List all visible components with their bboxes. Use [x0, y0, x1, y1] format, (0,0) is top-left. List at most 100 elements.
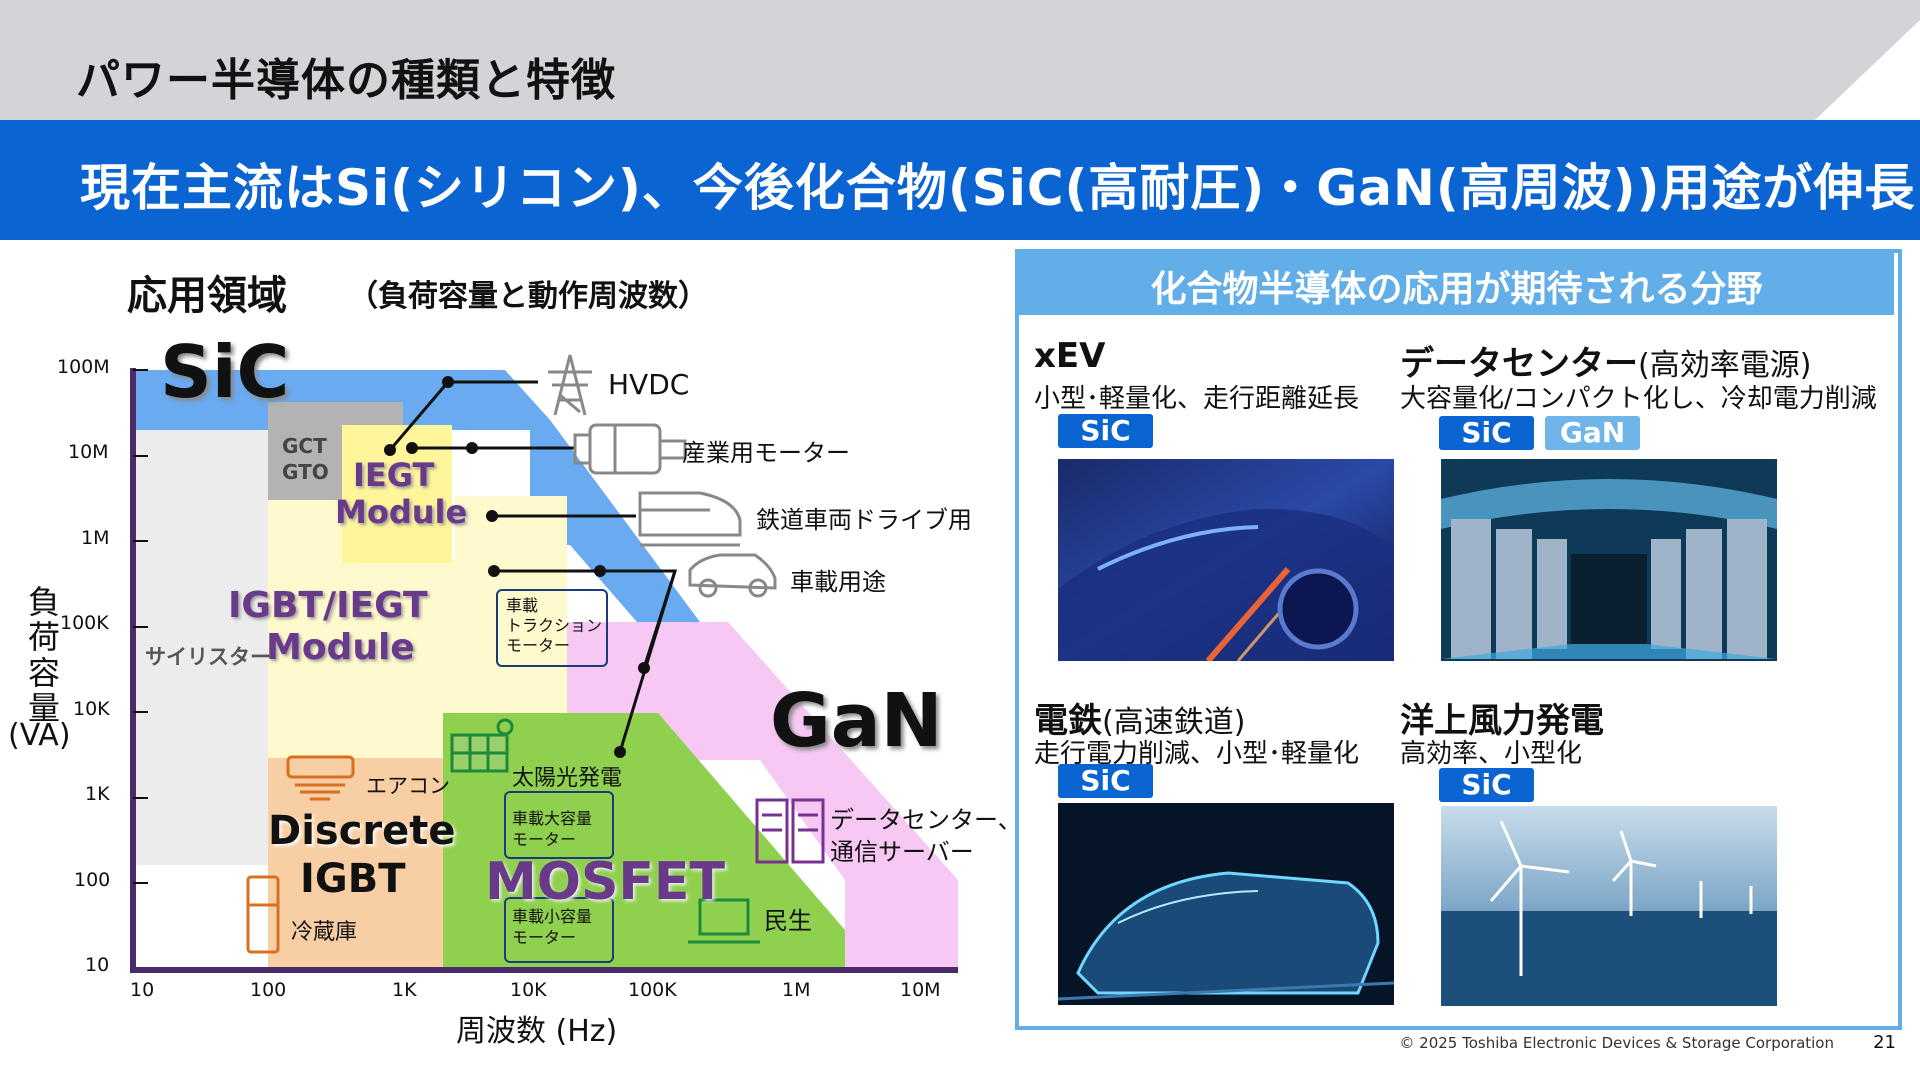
- y-tick-label: 10K: [73, 698, 110, 720]
- datacenter-line: データセンター、: [830, 806, 1022, 834]
- banner-text: 現在主流はSi(シリコン)、今後化合物(SiC(高耐圧)・GaN(高周波))用途…: [80, 159, 1916, 217]
- leader-solar: [642, 570, 677, 669]
- car-small-label: 車載小容量 モーター: [512, 906, 592, 948]
- banner: [0, 120, 1920, 240]
- car-large-line: モーター: [512, 830, 577, 849]
- fridge-label: 冷蔵庫: [291, 920, 358, 945]
- aircon-icon: [286, 755, 355, 801]
- thyristor-region: [133, 405, 268, 865]
- igbt-region: [268, 480, 567, 762]
- section-title: 応用領域: [127, 273, 287, 319]
- igbt-label: IGBT/IEGT: [228, 585, 428, 626]
- x-tick-label: 10K: [510, 979, 547, 1001]
- x-tick-label: 100: [250, 979, 287, 1001]
- app-title-paren: (高効率電源): [1638, 348, 1812, 383]
- app-title-railway: 電鉄(高速鉄道): [1034, 693, 1245, 742]
- iegt-module-label: Module: [335, 493, 468, 531]
- sic-label: SiC: [160, 330, 290, 414]
- mosfet-label: MOSFET: [485, 852, 725, 912]
- sic-tag: SiC: [1439, 416, 1534, 450]
- app-title-datacenter: データセンター(高効率電源): [1400, 336, 1811, 385]
- y-label-char: 荷: [28, 618, 61, 656]
- gan-region: [530, 622, 958, 970]
- car-large-box: [504, 791, 614, 859]
- gto-label: GTO: [282, 460, 329, 484]
- app-title-xev: xEV: [1034, 336, 1105, 376]
- x-axis-label: 周波数 (Hz): [456, 1014, 618, 1049]
- train-icon: [638, 491, 742, 547]
- discrete-igbt-label: IGBT: [300, 856, 406, 902]
- consumer-label: 民生: [764, 907, 812, 935]
- y-tick-label: 100: [74, 869, 111, 891]
- fridge-icon: [246, 875, 280, 954]
- car-small-line: 車載小容量: [512, 907, 593, 926]
- car-icon: [688, 553, 777, 598]
- sic-tag: SiC: [1058, 414, 1153, 448]
- y-label-char: 負: [28, 583, 61, 621]
- x-tick-label: 10M: [900, 979, 941, 1001]
- traction-line: モーター: [506, 636, 571, 655]
- app-desc-wind: 高効率、小型化: [1400, 739, 1583, 769]
- y-tick-label: 10: [85, 954, 110, 976]
- mosfet-region: [443, 713, 845, 970]
- app-title-paren: (高速鉄道): [1102, 705, 1246, 740]
- server-icon: [755, 798, 825, 864]
- y-label-unit: (VA): [8, 718, 71, 753]
- x-tick-label: 10: [130, 979, 155, 1001]
- car-small-box: [504, 897, 614, 963]
- sic-tag: SiC: [1058, 764, 1153, 798]
- app-desc-datacenter: 大容量化/コンパクト化し、冷却電力削減: [1400, 384, 1877, 414]
- traction-label: 車載 トラクション モーター: [506, 596, 602, 656]
- lower-left-area: [133, 865, 268, 970]
- datacenter-label: データセンター、 通信サーバー: [830, 804, 1022, 868]
- app-title-text: 電鉄: [1034, 701, 1102, 741]
- gct-label: GCT: [282, 434, 327, 458]
- wind-photo: [1441, 806, 1777, 1006]
- header-corner: [1815, 0, 1920, 120]
- sic-tag: SiC: [1439, 768, 1534, 802]
- app-title-text: xEV: [1034, 336, 1106, 376]
- y-label-char: 容: [28, 654, 61, 692]
- thyristor-label: サイリスター: [145, 645, 271, 669]
- gan-label: GaN: [770, 678, 943, 764]
- car-label: 車載用途: [790, 568, 886, 596]
- application-diagram: [130, 354, 958, 973]
- motor-label: 産業用モーター: [682, 439, 850, 467]
- y-tick-label: 10M: [68, 441, 109, 463]
- copyright: © 2025 Toshiba Electronic Devices & Stor…: [1399, 1034, 1834, 1052]
- page-number: 21: [1873, 1032, 1896, 1053]
- y-tick-label: 100K: [60, 612, 109, 634]
- rail-label: 鉄道車両ドライブ用: [756, 506, 972, 534]
- x-tick-label: 1M: [782, 979, 811, 1001]
- sic-region: [133, 370, 700, 622]
- aircon-label: エアコン: [366, 774, 450, 798]
- solar-panel-icon: [450, 718, 514, 773]
- traction-line: 車載: [506, 596, 539, 615]
- discrete-region: [268, 758, 443, 970]
- app-desc-xev: 小型･軽量化、走行距離延長: [1034, 384, 1360, 414]
- car-small-line: モーター: [512, 928, 577, 947]
- motor-icon: [573, 423, 687, 475]
- car-large-label: 車載大容量 モーター: [512, 808, 592, 850]
- page-title: パワー半導体の種類と特徴: [76, 55, 616, 106]
- app-title-text: データセンター: [1400, 344, 1638, 384]
- app-title-wind: 洋上風力発電: [1400, 693, 1604, 742]
- pylon-icon: [548, 354, 592, 416]
- car-large-line: 車載大容量: [512, 809, 593, 828]
- panel-title: 化合物半導体の応用が期待される分野: [1150, 269, 1763, 310]
- hvdc-label: HVDC: [608, 368, 690, 401]
- app-title-text: 洋上風力発電: [1400, 701, 1604, 741]
- solar-label: 太陽光発電: [512, 766, 623, 791]
- xev-photo: [1058, 459, 1394, 661]
- x-tick-label: 100K: [628, 979, 677, 1001]
- x-tick-label: 1K: [392, 979, 417, 1001]
- igbt-module-label: Module: [266, 627, 415, 668]
- y-tick-label: 100M: [57, 356, 110, 378]
- panel-header: [1019, 253, 1894, 315]
- laptop-icon: [688, 898, 760, 944]
- datacenter-photo: [1441, 459, 1777, 661]
- iegt-label: IEGT: [353, 456, 435, 494]
- section-subtitle: （負荷容量と動作周波数）: [348, 279, 708, 314]
- y-label-char: 量: [28, 689, 61, 727]
- datacenter-line: 通信サーバー: [830, 838, 974, 866]
